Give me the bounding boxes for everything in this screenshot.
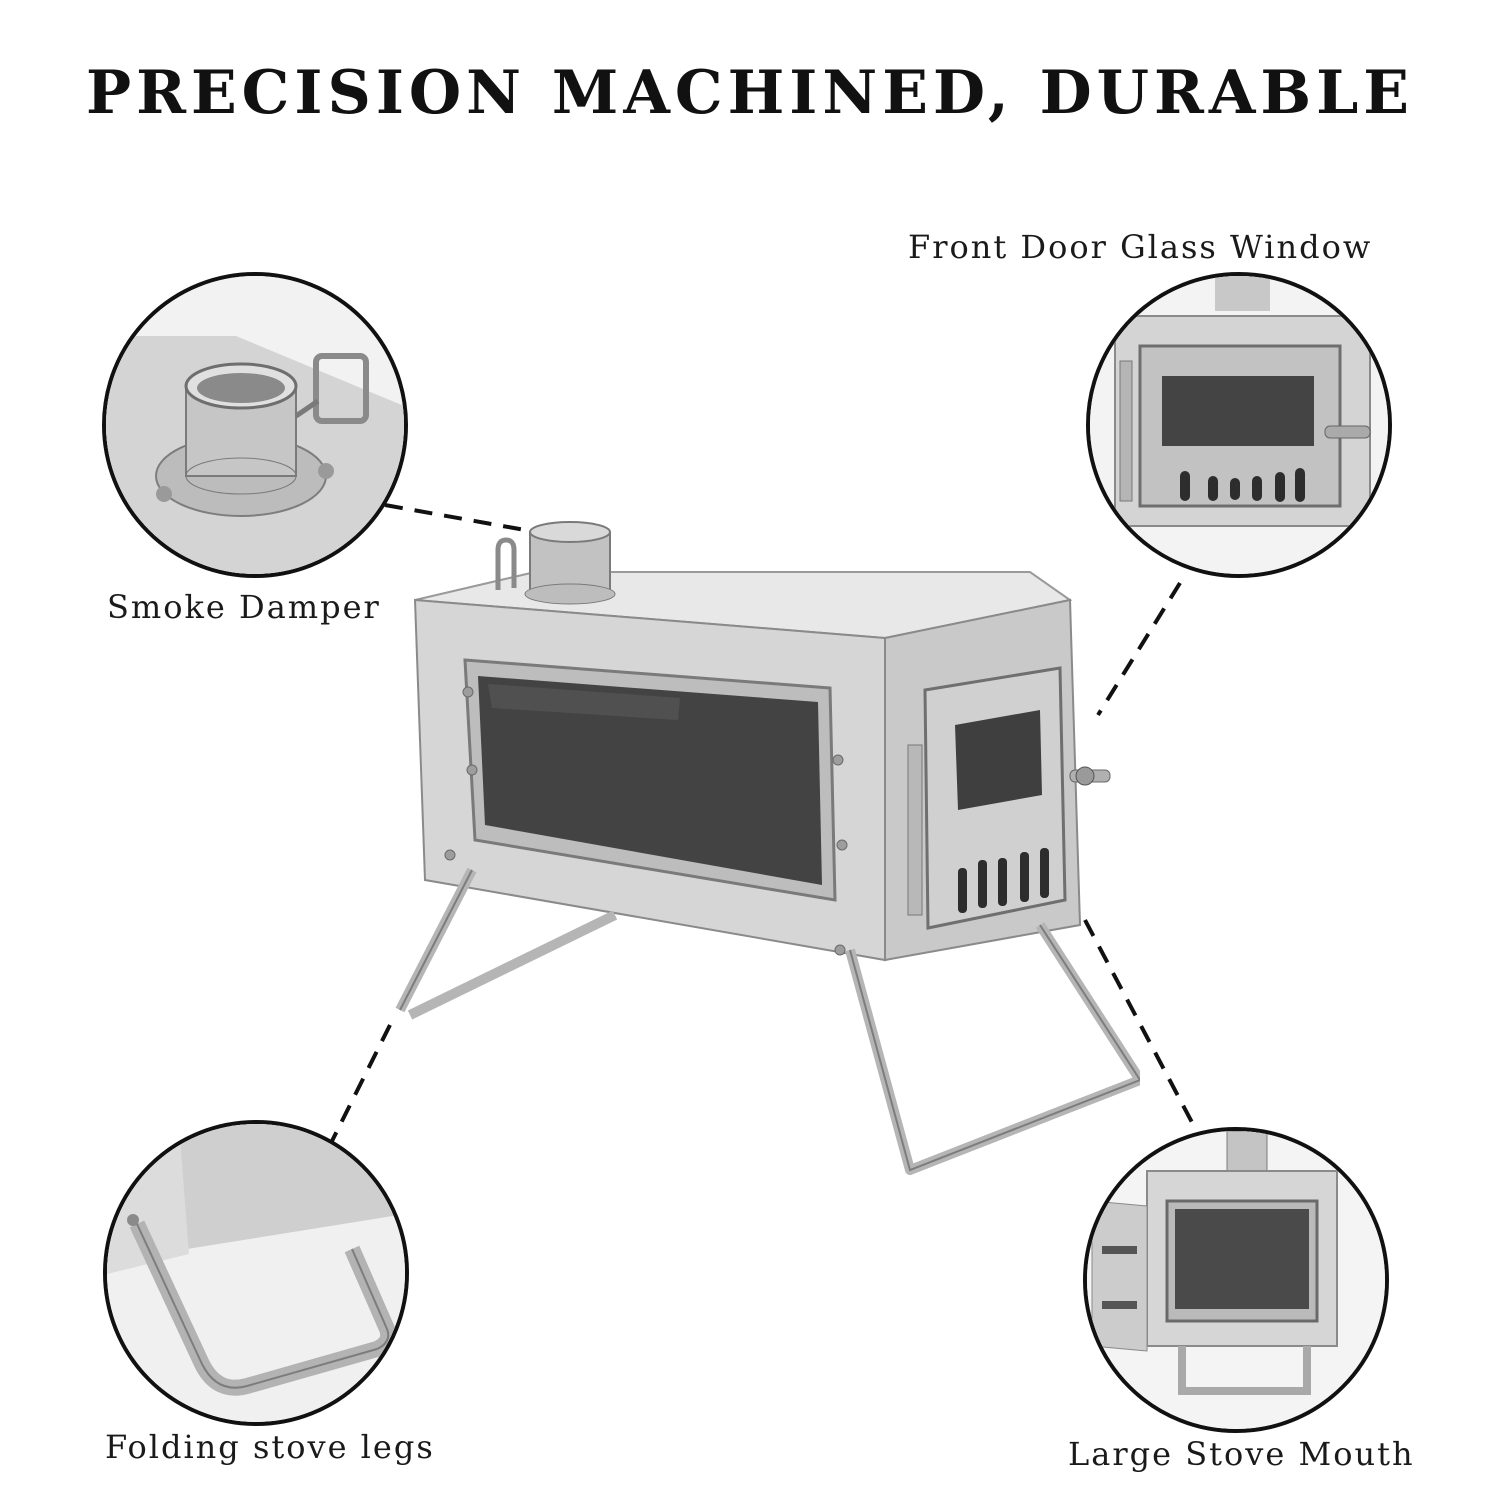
page-title: PRECISION MACHINED, DURABLE xyxy=(85,58,1415,128)
smoke-damper-detail-image xyxy=(102,272,408,578)
folding-legs-detail-image xyxy=(103,1120,409,1426)
stove-mouth-detail-image xyxy=(1083,1127,1389,1433)
smoke-damper-label: Smoke Damper xyxy=(107,588,381,626)
folding-stove-legs-label: Folding stove legs xyxy=(105,1428,435,1466)
large-stove-mouth-label: Large Stove Mouth xyxy=(1068,1435,1415,1473)
stove-main-image xyxy=(380,520,1140,1180)
front-door-glass-window-label: Front Door Glass Window xyxy=(908,228,1373,266)
front-door-detail-image xyxy=(1086,272,1392,578)
